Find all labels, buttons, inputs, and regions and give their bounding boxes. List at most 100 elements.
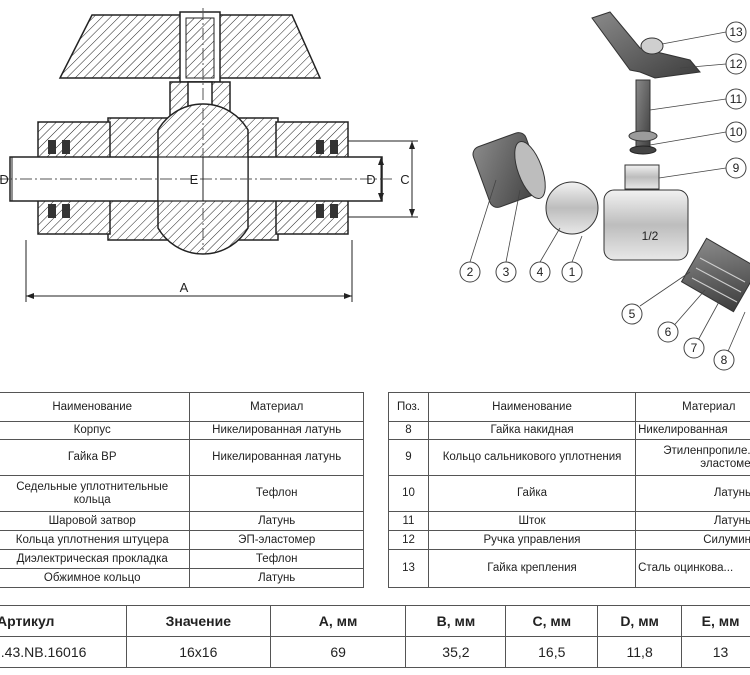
part-material: Латунь [189,511,364,531]
column-header: D, мм [597,605,683,637]
dimension-e-label: E [190,172,199,187]
callout-6: 6 [657,321,679,343]
part-name: Корпус [0,421,191,440]
svg-text:6: 6 [665,325,672,339]
technical-drawing: A D E D C 1/2 [0,8,750,371]
part-position: 9 [388,439,429,476]
column-header: Наименование [427,392,637,422]
value-cell: 16x16 [125,636,271,668]
part-name: Гайка накидная [427,421,637,440]
table-row: Кольца уплотнения штуцера ЭП-эластомер [0,530,364,550]
part-position: 8 [388,421,429,440]
part-name: Кольцо сальникового уплотнения [427,439,637,476]
part-material: Латунь [189,568,364,588]
table-header-row: Наименование Материал [0,392,364,422]
svg-text:3: 3 [503,265,510,279]
body-marking: 1/2 [642,229,659,243]
part-material: Латунь [635,511,750,531]
dimension-b-cell: 35,2 [405,636,507,668]
part-material: Никелированная [635,421,750,440]
spec-table: Артикул Значение A, мм B, мм C, мм D, мм… [0,605,750,668]
svg-text:12: 12 [729,57,743,71]
table-row: 11 Шток Латунь [388,511,750,531]
table-header-row: Артикул Значение A, мм B, мм C, мм D, мм… [0,605,750,637]
dimension-e-cell: 13 [681,636,750,668]
part-name: Гайка [427,475,637,512]
callout-13: 13 [725,21,747,43]
dimension-d-cell: 11,8 [597,636,683,668]
dimension-d-right-label: D [366,172,375,187]
callout-10: 10 [725,121,747,143]
part-material: Никелированная латунь [189,439,364,476]
table-row: Гайка ВР Никелированная латунь [0,439,364,476]
part-name: Ручка управления [427,530,637,550]
column-header: Поз. [388,392,429,422]
part-material: Тефлон [189,475,364,512]
parts-table-left: Наименование Материал Корпус Никелирован… [0,392,364,588]
table-row: 8 Гайка накидная Никелированная [388,421,750,440]
part-position: 13 [388,549,429,588]
table-row: Седельные уплотнительные кольца Тефлон [0,475,364,512]
valve-exploded-view: 1/2 [469,11,750,357]
part-name: Шток [427,511,637,531]
part-name: Седельные уплотнительные кольца [0,475,191,512]
column-header: Материал [635,392,750,422]
column-header: Материал [189,392,364,422]
svg-text:11: 11 [730,92,743,106]
column-header: B, мм [405,605,507,637]
dimension-a-cell: 69 [269,636,407,668]
part-material: Тефлон [189,549,364,569]
dimension-a-label: A [180,280,189,295]
table-header-row: Поз. Наименование Материал [388,392,750,422]
part-material: Сталь оцинкова... [635,549,750,588]
svg-text:1: 1 [569,265,576,279]
column-header: E, мм [681,605,750,637]
svg-text:8: 8 [721,353,728,367]
svg-text:9: 9 [733,161,740,175]
svg-text:5: 5 [629,307,636,321]
callout-4: 4 [529,261,551,283]
part-name: Диэлектрическая прокладка [0,549,191,569]
part-position: 10 [388,475,429,512]
callout-5: 5 [621,303,643,325]
svg-text:2: 2 [467,265,474,279]
table-row: 10 Гайка Латунь [388,475,750,512]
svg-text:7: 7 [691,341,698,355]
callout-7: 7 [683,337,705,359]
column-header: Наименование [0,392,191,422]
table-row: 9 Кольцо сальникового уплотнения Этиленп… [388,439,750,476]
callout-8: 8 [713,349,735,371]
article-cell: ...43.NB.16016 [0,636,127,668]
part-material: ЭП-эластомер [189,530,364,550]
part-position: 12 [388,530,429,550]
valve-cross-section: A D E D C [0,8,418,302]
callout-1: 1 [561,261,583,283]
callout-2: 2 [459,261,481,283]
column-header: C, мм [505,605,599,637]
svg-text:13: 13 [729,25,743,39]
part-material: Этиленпропиле... эластомер [635,439,750,476]
part-material: Латунь [635,475,750,512]
callout-11: 11 [725,88,747,110]
dimension-c-cell: 16,5 [505,636,599,668]
table-row: 13 Гайка крепления Сталь оцинкова... [388,549,750,588]
table-row: Обжимное кольцо Латунь [0,568,364,588]
parts-table-right: Поз. Наименование Материал 8 Гайка накид… [388,392,750,588]
svg-text:10: 10 [729,125,743,139]
part-name: Обжимное кольцо [0,568,191,588]
column-header: Значение [125,605,271,637]
column-header: Артикул [0,605,127,637]
table-row: ...43.NB.16016 16x16 69 35,2 16,5 11,8 1… [0,636,750,668]
column-header: A, мм [269,605,407,637]
part-material: Силумин [635,530,750,550]
callout-9: 9 [725,157,747,179]
callout-markers: 1 2 3 4 5 6 7 8 9 10 11 12 13 [459,21,747,371]
part-name: Кольца уплотнения штуцера [0,530,191,550]
dimension-d-left-label: D [0,172,9,187]
dimension-c-label: C [400,172,409,187]
part-name: Гайка крепления [427,549,637,588]
svg-text:4: 4 [537,265,544,279]
table-row: Шаровой затвор Латунь [0,511,364,531]
part-position: 11 [388,511,429,531]
part-name: Шаровой затвор [0,511,191,531]
